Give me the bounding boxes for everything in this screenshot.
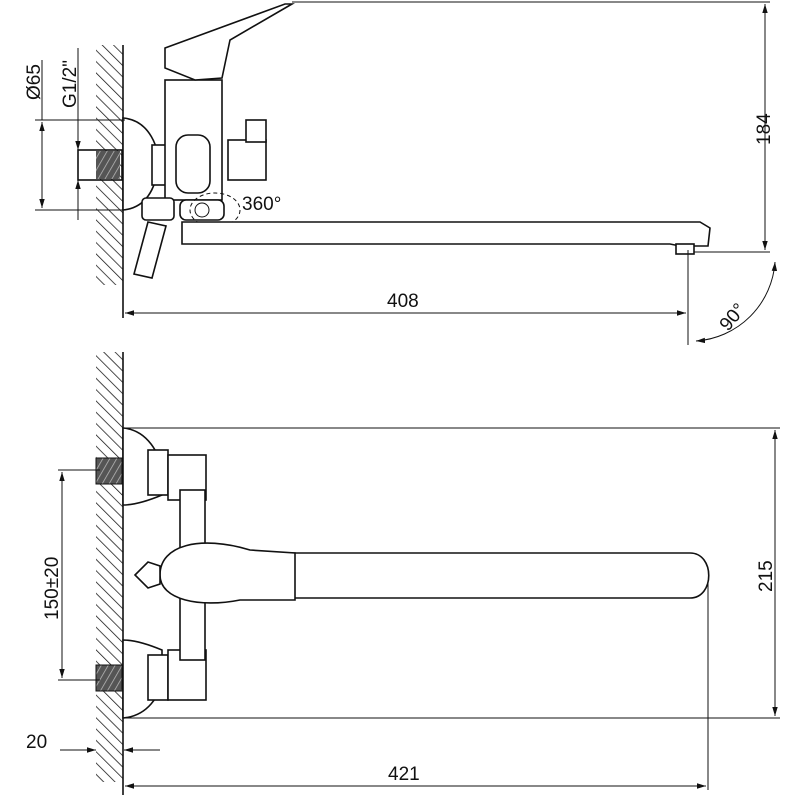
total-length-label: 421 [388, 764, 420, 785]
diverter-button [245, 119, 267, 143]
diverter-window [175, 134, 211, 194]
wall-hatch [96, 352, 123, 782]
side-view: 360° Ø65 G1/2" 184 408 90° [24, 1, 778, 345]
angle-dimension [695, 261, 778, 344]
spout [259, 552, 710, 599]
aerator [675, 243, 695, 255]
diverter-knob [133, 561, 161, 589]
wall-offset-label: 20 [26, 732, 47, 753]
diameter-label: Ø65 [24, 64, 45, 100]
lever-handle [164, 3, 295, 81]
shower-hose-fitting [133, 221, 167, 279]
center-distance-label: 150±20 [42, 557, 63, 620]
lower-inlet-thread [95, 664, 123, 692]
plan-view: 150±20 215 20 421 [26, 352, 780, 795]
thread-label: G1/2" [60, 60, 81, 108]
height-label: 184 [754, 113, 775, 145]
rotation-indicator [189, 192, 241, 228]
lower-connector [147, 654, 169, 701]
width-label: 215 [756, 560, 777, 592]
spout-length-label: 408 [387, 291, 419, 312]
rotation-label: 360° [242, 194, 281, 215]
upper-connector [147, 449, 169, 496]
spout [181, 221, 711, 247]
lever-handle [159, 542, 296, 604]
angle-label: 90° [716, 300, 751, 336]
shower-outlet-nut [141, 197, 175, 221]
inlet-pipe [77, 149, 123, 181]
diverter-knob [227, 139, 267, 181]
thread-icon [96, 151, 120, 179]
upper-inlet-thread [95, 457, 123, 485]
